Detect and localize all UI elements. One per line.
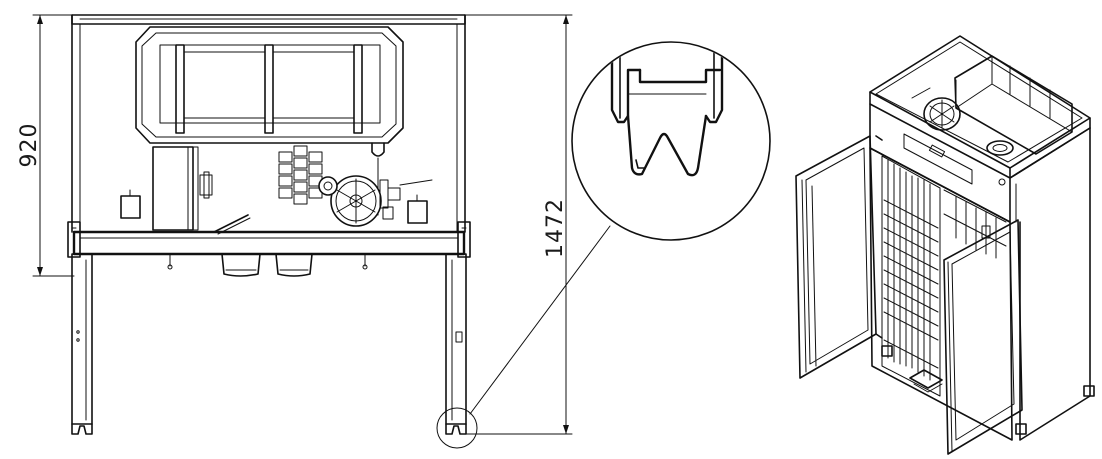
condenser-fan — [318, 175, 433, 227]
leg-left — [71, 253, 93, 435]
cabinet-feet — [881, 345, 1095, 435]
evaporator-housing — [135, 26, 404, 144]
detail-marker-circle — [436, 407, 478, 449]
detail-leader-line — [469, 225, 611, 415]
top-unit — [911, 55, 1073, 156]
interior-rack — [883, 159, 1007, 381]
relay-stack — [278, 145, 323, 205]
open-door — [795, 135, 883, 379]
foot-detail-view — [469, 41, 771, 415]
control-box — [152, 146, 213, 231]
drain-trays — [221, 253, 313, 277]
base-frame — [67, 221, 471, 258]
bracket-right — [407, 200, 428, 224]
front-section-view — [67, 14, 478, 449]
dimension-920: 920 — [17, 14, 75, 277]
bracket-left — [120, 195, 141, 219]
dimension-label-920: 920 — [17, 123, 42, 168]
leg-right — [445, 253, 467, 435]
closed-door — [943, 219, 1023, 455]
isometric-cabinet-view — [795, 35, 1095, 455]
dimension-1472: 1472 — [464, 14, 573, 435]
dimension-label-1472: 1472 — [543, 198, 568, 258]
detail-circle — [571, 41, 771, 241]
